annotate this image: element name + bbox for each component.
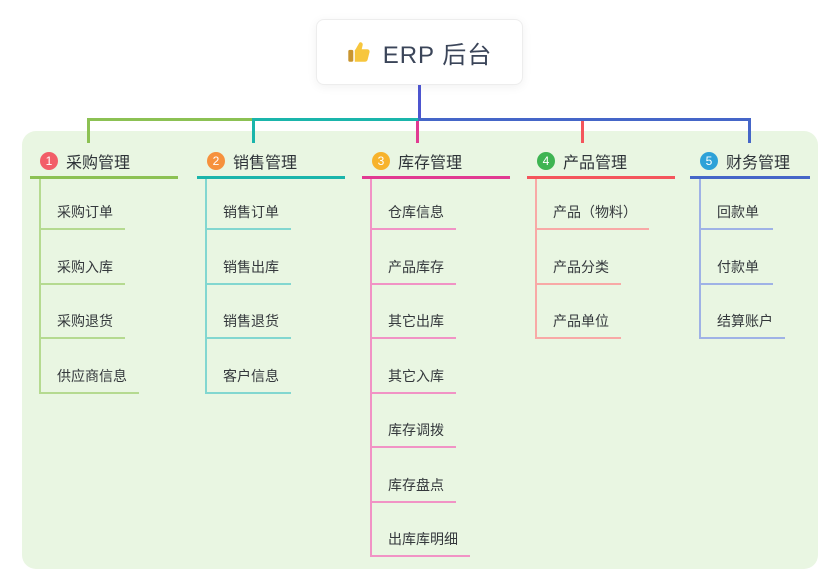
child-item[interactable]: 采购退货 xyxy=(41,285,125,339)
root-label: ERP 后台 xyxy=(382,41,493,69)
branch-label: 产品管理 xyxy=(563,154,628,172)
branch-children: 回款单付款单结算账户 xyxy=(699,179,785,339)
child-item[interactable]: 销售订单 xyxy=(207,179,291,230)
child-item[interactable]: 产品库存 xyxy=(372,230,456,285)
branch-children: 产品（物料）产品分类产品单位 xyxy=(535,179,649,339)
branch-number-badge: 2 xyxy=(207,151,225,170)
child-item[interactable]: 采购入库 xyxy=(41,230,125,285)
child-item[interactable]: 其它入库 xyxy=(372,339,456,394)
child-item[interactable]: 出库库明细 xyxy=(372,503,470,557)
branch-header-3[interactable]: 3 库存管理 xyxy=(362,145,510,179)
connector-root-line xyxy=(418,85,421,118)
child-item[interactable]: 销售退货 xyxy=(207,285,291,339)
child-item[interactable]: 产品单位 xyxy=(537,285,621,339)
connector-horizontal-line xyxy=(252,118,419,121)
branch-children: 采购订单采购入库采购退货供应商信息 xyxy=(39,179,139,394)
connector-drop-line xyxy=(87,121,90,143)
child-item[interactable]: 产品（物料） xyxy=(537,179,649,230)
child-item[interactable]: 供应商信息 xyxy=(41,339,139,394)
root-node[interactable]: ERP 后台 xyxy=(316,19,523,85)
thumbs-up-icon xyxy=(347,39,373,65)
branch-header-2[interactable]: 2 销售管理 xyxy=(197,145,345,179)
child-item[interactable]: 其它出库 xyxy=(372,285,456,339)
branch-header-1[interactable]: 1 采购管理 xyxy=(30,145,178,179)
branch-label: 财务管理 xyxy=(726,154,791,172)
branch-header-5[interactable]: 5 财务管理 xyxy=(690,145,810,179)
child-item[interactable]: 回款单 xyxy=(701,179,773,230)
connector-drop-line xyxy=(416,121,419,143)
connector-drop-line xyxy=(748,121,751,143)
child-item[interactable]: 采购订单 xyxy=(41,179,125,230)
connector-horizontal-line xyxy=(418,118,751,121)
child-item[interactable]: 仓库信息 xyxy=(372,179,456,230)
connector-drop-line xyxy=(581,121,584,143)
branch-children: 仓库信息产品库存其它出库其它入库库存调拨库存盘点出库库明细 xyxy=(370,179,470,557)
child-item[interactable]: 库存盘点 xyxy=(372,448,456,503)
child-item[interactable]: 销售出库 xyxy=(207,230,291,285)
branch-number-badge: 3 xyxy=(372,151,390,170)
branch-children: 销售订单销售出库销售退货客户信息 xyxy=(205,179,291,394)
child-item[interactable]: 付款单 xyxy=(701,230,773,285)
child-item[interactable]: 库存调拨 xyxy=(372,394,456,448)
branch-header-4[interactable]: 4 产品管理 xyxy=(527,145,675,179)
branch-label: 销售管理 xyxy=(233,154,298,172)
branches-panel xyxy=(22,131,818,569)
connector-horizontal-line xyxy=(87,118,254,121)
branch-number-badge: 4 xyxy=(537,151,555,170)
branch-label: 库存管理 xyxy=(398,154,463,172)
branch-number-badge: 1 xyxy=(40,151,58,170)
child-item[interactable]: 产品分类 xyxy=(537,230,621,285)
connector-drop-line xyxy=(252,121,255,143)
branch-label: 采购管理 xyxy=(66,154,131,172)
child-item[interactable]: 结算账户 xyxy=(701,285,785,339)
child-item[interactable]: 客户信息 xyxy=(207,339,291,394)
branch-number-badge: 5 xyxy=(700,151,718,170)
